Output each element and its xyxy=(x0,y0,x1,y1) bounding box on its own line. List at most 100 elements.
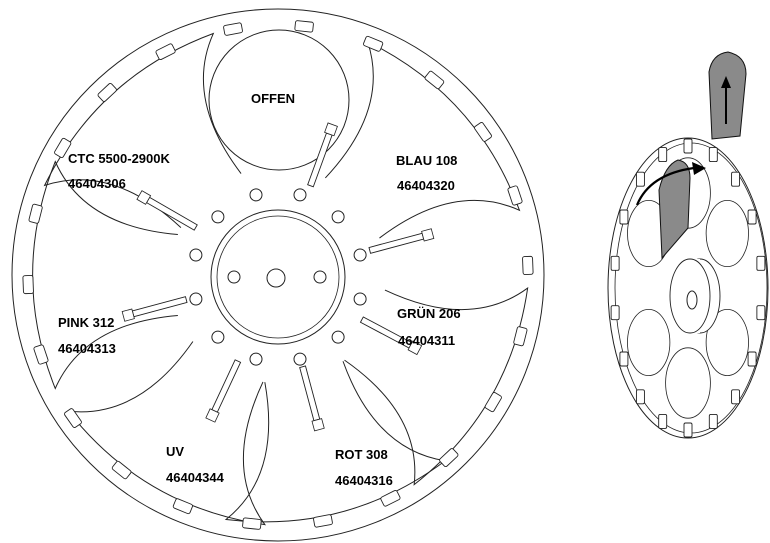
persp-hub-front xyxy=(669,258,711,334)
rim-tab xyxy=(111,460,132,480)
persp-tabs xyxy=(610,138,766,438)
persp-rim-tab xyxy=(619,209,629,225)
rim-tab xyxy=(28,203,43,224)
rim-tab xyxy=(33,344,49,365)
bolt-hole xyxy=(249,352,263,366)
rim-tab xyxy=(363,35,384,52)
rim-tab xyxy=(97,83,117,102)
bolt-hole xyxy=(331,330,345,344)
mounting-tabs xyxy=(22,20,534,530)
clip-pad xyxy=(407,340,423,356)
spring-clip xyxy=(145,196,198,231)
filter-pockets xyxy=(32,29,529,526)
persp-rim-tab xyxy=(756,255,766,271)
clip-pad xyxy=(205,408,220,423)
persp-rim-tab xyxy=(635,171,645,187)
hub-hole xyxy=(227,270,241,284)
rim-tab xyxy=(64,408,82,428)
persp-rim-tab xyxy=(683,422,693,438)
filter-pocket xyxy=(324,40,521,239)
pos-label-offen: OFFEN xyxy=(251,91,295,106)
pos-partno-rot: 46404316 xyxy=(335,473,393,488)
front-view-wheel xyxy=(11,8,545,542)
rim-tab xyxy=(313,514,333,528)
spring-clip xyxy=(307,132,333,188)
rim-tab xyxy=(223,22,243,36)
bolt-hole xyxy=(189,292,203,306)
curved-arrow-icon xyxy=(635,166,695,206)
bolt-hole xyxy=(331,210,345,224)
spring-clips xyxy=(121,122,435,432)
pos-partno-uv: 46404344 xyxy=(166,470,225,485)
rim-tab xyxy=(439,448,459,467)
up-arrow-head xyxy=(721,76,731,88)
clip-pad xyxy=(421,228,435,242)
persp-rim-tab xyxy=(683,138,693,154)
curved-arrow-head xyxy=(692,162,706,175)
persp-rim-tab xyxy=(747,351,757,367)
perspective-view xyxy=(607,51,769,439)
pos-label-uv: UV xyxy=(166,444,184,459)
persp-rim-tab xyxy=(731,171,741,187)
hub-center-hole xyxy=(266,268,286,288)
persp-rim-tab xyxy=(708,147,718,163)
persp-wheel-rim xyxy=(607,137,769,439)
bolt-hole xyxy=(353,292,367,306)
bolt-hole xyxy=(293,188,307,202)
pos-label-ctc: CTC 5500-2900K xyxy=(68,151,170,166)
rim-tab xyxy=(474,122,492,142)
rim-tab xyxy=(54,137,72,158)
rim-tab xyxy=(172,498,193,515)
bolt-hole xyxy=(249,188,263,202)
rim-tab xyxy=(155,43,176,60)
hub-inner-ring xyxy=(216,215,340,339)
filter-pocket xyxy=(224,361,447,523)
persp-pocket xyxy=(705,200,749,268)
open-aperture xyxy=(208,29,350,171)
rim-tab xyxy=(513,326,528,347)
hub-outer-ring xyxy=(210,209,346,345)
spring-clip xyxy=(131,296,188,318)
persp-pocket xyxy=(705,308,749,376)
persp-rim-tab xyxy=(635,389,645,405)
bolt-hole xyxy=(211,330,225,344)
wheel-outer-rim xyxy=(11,8,545,542)
filter-plate-removed xyxy=(708,51,747,140)
persp-rim-tab xyxy=(708,413,718,429)
bolt-hole xyxy=(211,210,225,224)
pos-label-rot: ROT 308 xyxy=(335,447,388,462)
persp-rim-tab xyxy=(731,389,741,405)
filter-pocket xyxy=(67,341,267,526)
clip-pad xyxy=(311,418,325,432)
bolt-hole xyxy=(189,248,203,262)
bolt-hole xyxy=(293,352,307,366)
filter-pocket xyxy=(32,160,178,390)
filter-plate-inserted xyxy=(658,159,691,260)
rim-tab xyxy=(22,274,34,295)
persp-rim-tab xyxy=(610,255,620,271)
pos-partno-gruen: 46404311 xyxy=(398,333,455,348)
persp-rim-tab xyxy=(756,305,766,321)
rim-tab xyxy=(484,392,502,413)
rim-tab xyxy=(380,490,401,507)
persp-pocket xyxy=(665,347,711,419)
clip-pad xyxy=(136,190,152,205)
spring-clip xyxy=(299,365,321,422)
rim-tab xyxy=(522,255,534,276)
pos-label-pink: PINK 312 xyxy=(58,315,114,330)
persp-pocket xyxy=(627,308,671,376)
clip-pad xyxy=(121,308,135,322)
persp-rim-tab xyxy=(619,351,629,367)
hub-hole xyxy=(313,270,327,284)
pos-label-gruen: GRÜN 206 xyxy=(397,306,461,321)
pos-partno-blau: 46404320 xyxy=(397,178,455,193)
pos-partno-ctc: 46404306 xyxy=(68,176,126,191)
persp-rim-tab xyxy=(658,413,668,429)
rim-tab xyxy=(507,185,523,206)
rim-tab xyxy=(424,70,445,90)
persp-rim-tab xyxy=(610,305,620,321)
pos-partno-pink: 46404313 xyxy=(58,341,116,356)
persp-rim-tab xyxy=(658,147,668,163)
bolt-hole xyxy=(353,248,367,262)
